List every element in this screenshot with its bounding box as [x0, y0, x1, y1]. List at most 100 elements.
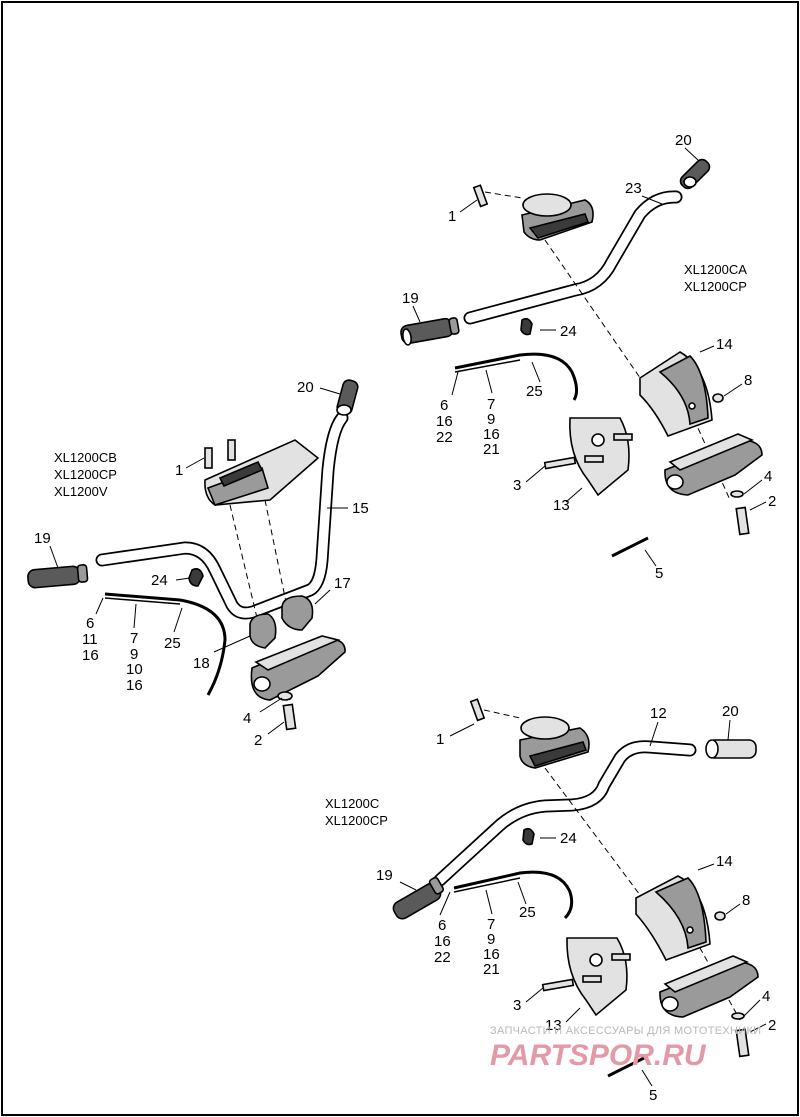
grip-19-bottom [392, 876, 445, 920]
callout-2: 2 [768, 493, 776, 510]
riser-17 [281, 595, 314, 631]
top-assembly: 20 23 1 19 24 14 8 25 6 16 22 7 9 16 21 … [400, 132, 776, 582]
callout-8: 8 [742, 892, 750, 909]
callout-25: 25 [519, 904, 536, 921]
callout-1: 1 [436, 731, 444, 748]
model-label: XL1200V [54, 484, 108, 499]
callout-24: 24 [560, 323, 577, 340]
callout-16: 16 [483, 946, 500, 963]
clip-24-left [188, 568, 204, 587]
callout-13: 13 [553, 497, 570, 514]
callout-21: 21 [483, 961, 500, 978]
callout-15: 15 [352, 500, 369, 517]
riser-cover-14-top [639, 351, 713, 437]
bolt-2-left [282, 703, 297, 731]
grip-19-top [400, 317, 460, 346]
riser-base-bottom [659, 955, 759, 1018]
callout-8: 8 [744, 372, 752, 389]
callout-14: 14 [716, 336, 733, 353]
callout-17: 17 [334, 575, 351, 592]
grip-20-left [336, 379, 359, 416]
cable-25-top [454, 352, 579, 401]
screw-3-bottom [541, 978, 575, 992]
riser-cover-14-bottom [635, 875, 711, 961]
clip-24-top [520, 317, 533, 336]
callout-20: 20 [722, 703, 739, 720]
callout-12: 12 [650, 705, 667, 722]
callout-11: 11 [82, 631, 98, 648]
washer-8-top [712, 393, 724, 403]
riser-18 [249, 613, 277, 649]
callout-6: 6 [438, 917, 446, 934]
callout-6: 6 [440, 397, 448, 414]
washer-8-bottom [714, 911, 726, 921]
callout-16: 16 [126, 677, 143, 694]
pin-5-bottom [607, 1056, 645, 1078]
callout-10: 10 [126, 661, 143, 678]
callout-4: 4 [764, 468, 772, 485]
grip-20-top [679, 158, 711, 190]
callout-25: 25 [164, 635, 181, 652]
grip-20-bottom [705, 739, 757, 759]
screw-1b-left [227, 439, 236, 461]
callout-7: 7 [487, 396, 495, 413]
clip-24-bottom [522, 827, 535, 846]
grip-19-left [27, 564, 89, 589]
callout-22: 22 [436, 429, 453, 446]
upper-clamp-top [521, 193, 594, 241]
callout-24: 24 [151, 572, 168, 589]
cable-25-bottom [453, 870, 574, 920]
callout-19: 19 [34, 530, 51, 547]
screw-1-top [472, 184, 489, 208]
bracket-13-top [569, 417, 633, 497]
watermark-logo: PARTSPOR.RU [490, 1039, 707, 1072]
watermark: ЗАПЧАСТИ И АКСЕССУАРЫ ДЛЯ МОТОТЕХНИКИ PA… [490, 1025, 761, 1072]
model-label: XL1200C [325, 796, 379, 811]
callout-9: 9 [487, 411, 495, 428]
screw-1-left [204, 447, 213, 469]
callout-1: 1 [175, 462, 183, 479]
callout-6: 6 [86, 615, 94, 632]
model-label: XL1200CP [54, 467, 117, 482]
bottom-assembly: 1 12 20 24 19 14 8 25 6 16 22 7 9 16 21 … [325, 698, 776, 1104]
pin-5-top [611, 536, 649, 558]
callout-9: 9 [487, 931, 495, 948]
callout-4: 4 [243, 710, 251, 727]
callout-18: 18 [193, 655, 210, 672]
washer-4-top [730, 490, 744, 498]
callout-2: 2 [768, 1017, 776, 1034]
model-label: XL1200CA [684, 262, 747, 277]
cable-25-left [104, 592, 227, 696]
callout-25: 25 [526, 383, 543, 400]
upper-clamp-left [204, 439, 320, 506]
bolt-2-top [735, 506, 750, 536]
callout-2: 2 [254, 732, 262, 749]
callout-24: 24 [560, 830, 577, 847]
callout-20: 20 [675, 132, 692, 149]
callout-3: 3 [513, 997, 521, 1014]
callout-16: 16 [434, 933, 451, 950]
bolt-2-bottom [735, 1028, 750, 1058]
callout-13: 13 [545, 1017, 562, 1034]
riser-base-top [664, 433, 763, 496]
riser-base-left [250, 635, 346, 701]
callout-16: 16 [483, 426, 500, 443]
upper-clamp-bottom [519, 716, 590, 769]
callout-21: 21 [483, 441, 500, 458]
screw-3-top [543, 456, 577, 470]
callout-20: 20 [297, 379, 314, 396]
bracket-13-bottom [566, 937, 631, 1017]
callout-3: 3 [513, 477, 521, 494]
callout-16: 16 [82, 647, 99, 664]
model-label: XL1200CP [325, 813, 388, 828]
washer-4-bottom [731, 1012, 745, 1020]
left-assembly: 20 1 15 19 24 17 6 11 16 7 9 10 16 25 18… [27, 379, 369, 749]
callout-19: 19 [402, 290, 419, 307]
callout-19: 19 [376, 867, 393, 884]
callout-22: 22 [434, 949, 451, 966]
watermark-tagline: ЗАПЧАСТИ И АКСЕССУАРЫ ДЛЯ МОТОТЕХНИКИ [490, 1025, 761, 1037]
callout-9: 9 [130, 646, 138, 663]
callout-1: 1 [448, 208, 456, 225]
